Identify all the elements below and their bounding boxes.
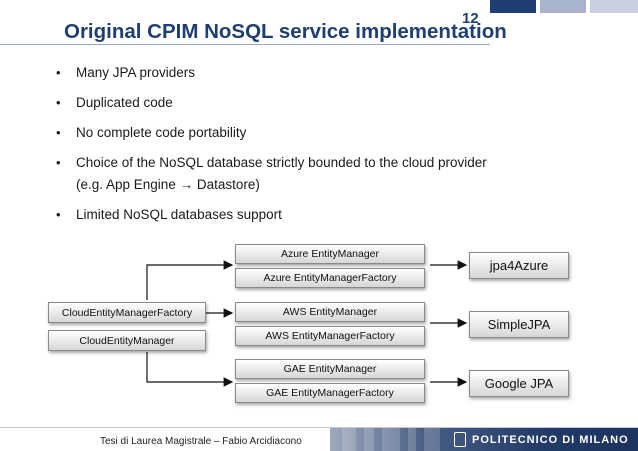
connector-gae: [146, 352, 234, 387]
footer-square: [342, 428, 356, 451]
slide-title: Original CPIM NoSQL service implementati…: [64, 20, 507, 43]
bullet-item: Duplicated code: [54, 92, 494, 114]
footer-square: [408, 428, 416, 451]
footer-band: [330, 428, 638, 451]
footer-square: [382, 428, 400, 451]
page-number: 12: [462, 10, 479, 27]
footer-square: [364, 428, 374, 451]
title-rule: [0, 44, 490, 45]
aws-entity-manager-box: AWS EntityManager: [235, 302, 425, 322]
bullet-item: No complete code portability: [54, 122, 494, 144]
header-block-light: [590, 0, 638, 13]
cloud-entity-manager-factory-box: CloudEntityManagerFactory: [48, 302, 206, 323]
bullet-list: Many JPA providers Duplicated code No co…: [54, 62, 494, 234]
bullet-item: Many JPA providers: [54, 62, 494, 84]
google-jpa-box: Google JPA: [469, 370, 569, 397]
header-strip-light: [0, 0, 490, 13]
jpa4azure-box: jpa4Azure: [469, 252, 569, 279]
gae-entity-manager-box: GAE EntityManager: [235, 359, 425, 379]
simplejpa-box: SimpleJPA: [469, 311, 569, 338]
brand-name: POLITECNICO DI MILANO: [472, 434, 629, 446]
bullet-item: Limited NoSQL databases support: [54, 204, 494, 226]
politecnico-logo-icon: [454, 432, 466, 447]
footer-author: Tesi di Laurea Magistrale – Fabio Arcidi…: [100, 436, 302, 447]
azure-entity-manager-box: Azure EntityManager: [235, 244, 425, 264]
header-block-dark: [490, 0, 536, 13]
footer-square: [424, 428, 440, 451]
azure-entity-manager-factory-box: Azure EntityManagerFactory: [235, 268, 425, 288]
bullet-item: Choice of the NoSQL database strictly bo…: [54, 152, 494, 196]
aws-entity-manager-factory-box: AWS EntityManagerFactory: [235, 326, 425, 346]
gae-entity-manager-factory-box: GAE EntityManagerFactory: [235, 383, 425, 403]
connector-azure: [146, 260, 234, 300]
header-block-mid: [540, 0, 586, 13]
footer-rule: [0, 427, 638, 428]
cloud-entity-manager-box: CloudEntityManager: [48, 330, 206, 351]
